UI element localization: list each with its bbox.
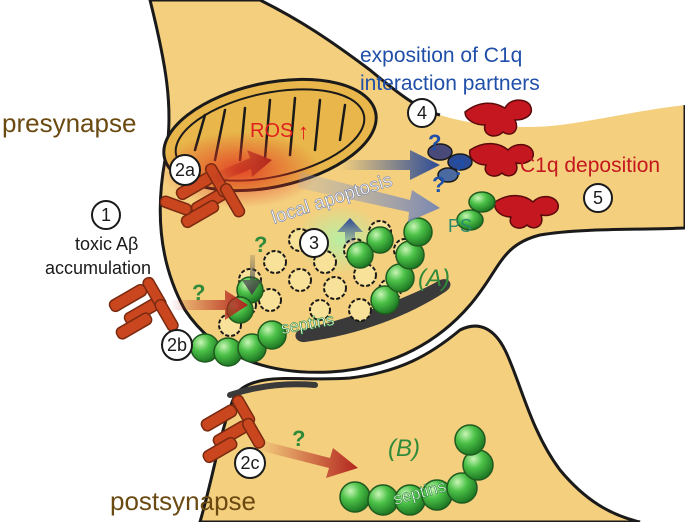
step-2b-marker: 2b bbox=[161, 329, 193, 361]
question-mark: ? bbox=[428, 130, 441, 155]
c1q-molecules bbox=[464, 99, 560, 229]
pathway-2b-arrow bbox=[170, 290, 248, 320]
postsynaptic-density bbox=[295, 279, 451, 343]
question-mark: ? bbox=[254, 232, 267, 257]
vesicle-down-arrow bbox=[242, 255, 262, 295]
question-mark: ? bbox=[432, 172, 445, 197]
c1q-interaction-partners bbox=[427, 143, 473, 183]
septin-chain-a bbox=[190, 217, 433, 367]
step-4-marker: 4 bbox=[407, 98, 437, 128]
step-markers: 1 2a 2b 2c 3 4 5 bbox=[91, 98, 613, 479]
step-2a-label: 2a bbox=[175, 160, 196, 180]
ps-lipids bbox=[456, 191, 496, 231]
step-1-marker: 1 bbox=[91, 200, 121, 230]
step-2b-label: 2b bbox=[167, 335, 187, 355]
step-5-marker: 5 bbox=[583, 183, 613, 213]
pathway-b-label: (B) bbox=[388, 435, 420, 462]
abeta-aggregate-vesicle bbox=[108, 276, 179, 340]
ps-up-arrow bbox=[337, 218, 363, 245]
exposition-label-line1: exposition of C1q bbox=[360, 44, 522, 67]
ros-increase-arrow: ↑ bbox=[298, 119, 309, 144]
step-3-marker: 3 bbox=[299, 228, 329, 258]
c1q-deposition-label: C1q deposition bbox=[520, 154, 660, 177]
toxic-label-line2: accumulation bbox=[45, 258, 151, 278]
presynapse-label: presynapse bbox=[2, 108, 136, 138]
toxic-label-line1: toxic Aβ bbox=[75, 234, 138, 254]
abeta-aggregate-presynapse bbox=[159, 162, 246, 229]
question-marks: ? ? ? ? ? ? bbox=[192, 130, 465, 451]
exposition-arrow bbox=[340, 150, 440, 180]
step-2a-marker: 2a bbox=[169, 154, 201, 186]
septin-chain-b bbox=[339, 424, 494, 516]
question-mark: ? bbox=[192, 280, 205, 305]
abeta-aggregate-postsynapse bbox=[200, 394, 266, 464]
pathway-2c-arrow bbox=[258, 440, 358, 478]
postsynapse-label: postsynapse bbox=[110, 486, 256, 516]
step-4-label: 4 bbox=[417, 103, 427, 123]
question-mark: ? bbox=[452, 155, 465, 180]
extracellular-space bbox=[260, 0, 685, 127]
ros-label: ROS bbox=[250, 120, 293, 142]
step-5-label: 5 bbox=[593, 188, 603, 208]
step-2c-label: 2c bbox=[240, 453, 259, 473]
postsynaptic-density-2 bbox=[227, 381, 318, 398]
ros-label-group: ROS ↑ bbox=[250, 119, 309, 144]
exposition-label-line2: interaction partners bbox=[360, 72, 540, 95]
ps-label: PS bbox=[448, 216, 472, 236]
step-1-label: 1 bbox=[101, 205, 111, 225]
ros-arrow bbox=[210, 150, 272, 185]
apoptosis-arrow bbox=[298, 172, 440, 222]
step-2c-marker: 2c bbox=[234, 447, 266, 479]
step-3-label: 3 bbox=[309, 233, 319, 253]
pathway-a-label: (A) bbox=[418, 265, 450, 292]
question-mark: ? bbox=[292, 426, 305, 451]
